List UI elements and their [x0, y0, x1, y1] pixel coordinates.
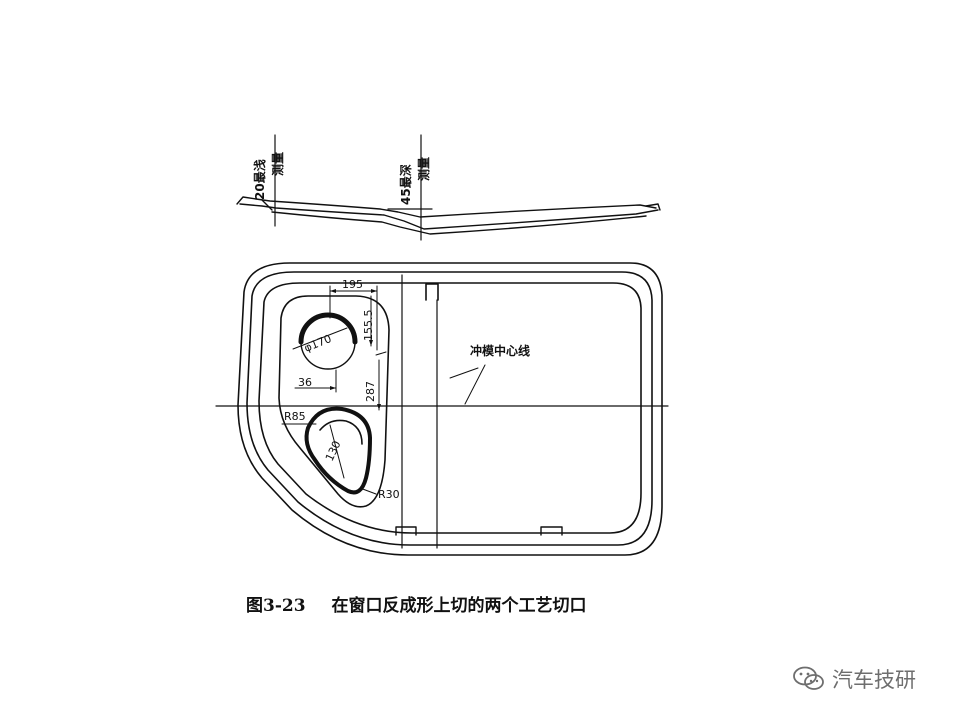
cross-section-profile [236, 196, 661, 235]
dim-phi170: φ170 [302, 332, 333, 355]
label-deep-sub: 测量 [416, 157, 431, 181]
dim-287: 287 [364, 381, 377, 402]
dim-130: 130 [323, 439, 344, 464]
bottom-tabs [395, 526, 563, 536]
dimension-lines [281, 285, 486, 495]
label-deep: 45最深 [398, 164, 413, 205]
vertical-lines [401, 274, 438, 549]
centerline-label: 冲模中心线 [470, 343, 530, 358]
figure-caption: 图3-23 在窗口反成形上切的两个工艺切口 [246, 591, 587, 616]
dim-r85: R85 [284, 410, 306, 423]
cutout-recess [278, 295, 390, 508]
dim-36: 36 [298, 376, 312, 389]
teardrop-cutout [304, 406, 372, 495]
dim-155: 155.5 [362, 310, 375, 342]
measure-lines [274, 134, 433, 241]
round-cutout [292, 312, 358, 370]
dim-195: 195 [342, 278, 363, 291]
caption-text: 在窗口反成形上切的两个工艺切口 [331, 596, 587, 616]
panel-outline [237, 262, 663, 556]
arrowheads [330, 289, 381, 410]
label-shallow: 20最浅 [252, 159, 267, 200]
watermark: 汽车技研 [792, 664, 916, 694]
dim-r30: R30 [378, 488, 400, 501]
caption-number: 图3-23 [246, 596, 306, 616]
watermark-text: 汽车技研 [832, 668, 916, 692]
locator-tab [425, 283, 439, 301]
wechat-icon [793, 666, 824, 690]
label-shallow-sub: 测量 [270, 152, 285, 176]
